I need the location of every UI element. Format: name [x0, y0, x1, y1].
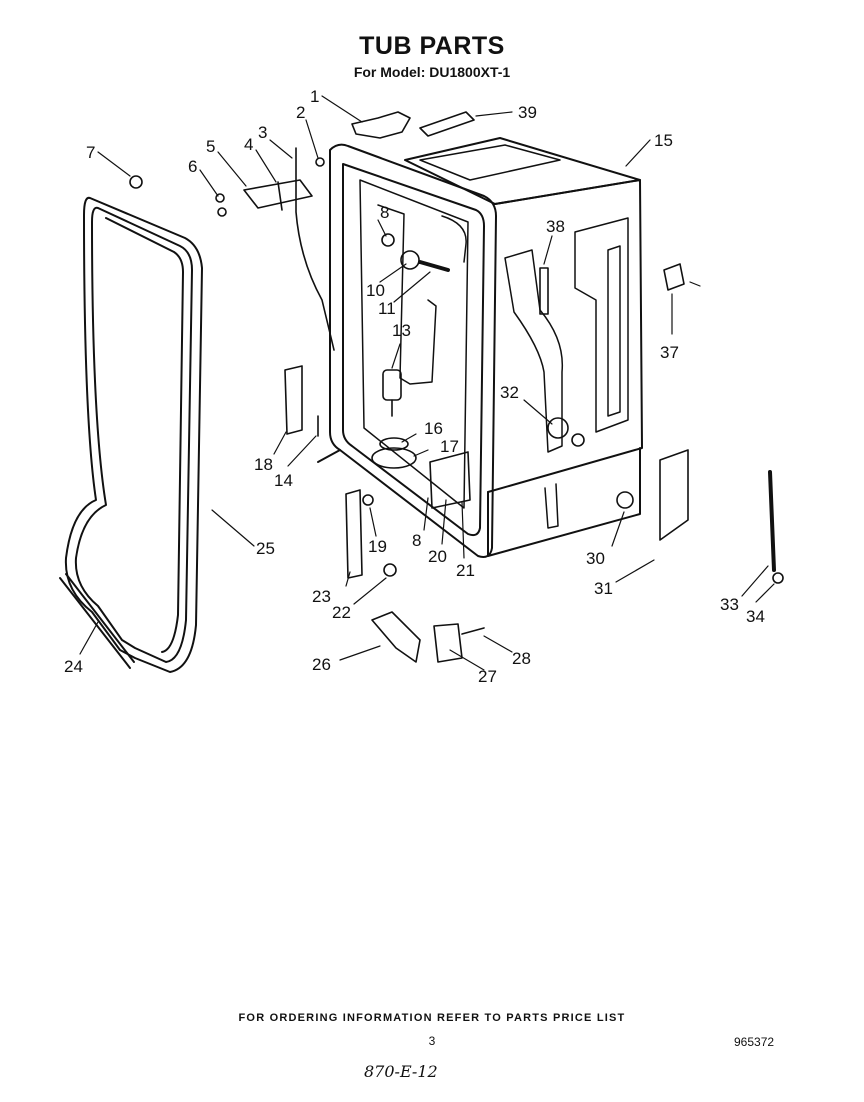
callout-leaders: [79, 95, 775, 671]
callout-numbers: 1 2 3 4 5 6 7 8 10 11 13 14 15 16 17 18 …: [64, 87, 765, 686]
callout-1: 1: [310, 87, 319, 106]
callout-31: 31: [594, 579, 613, 598]
callout-2: 2: [296, 103, 305, 122]
tub-body-drawing: [317, 137, 643, 558]
model-subtitle: For Model: DU1800XT-1: [353, 64, 511, 80]
callout-22: 22: [332, 603, 351, 622]
handwritten-note: 870-E-12: [364, 1062, 438, 1081]
callout-4: 4: [244, 135, 253, 154]
callout-5: 5: [206, 137, 215, 156]
callout-14: 14: [274, 471, 293, 490]
callout-11: 11: [378, 299, 396, 318]
callout-13: 13: [392, 321, 411, 340]
callout-24: 24: [64, 657, 83, 676]
callout-8-upper: 8: [380, 203, 389, 222]
callout-16: 16: [424, 419, 443, 438]
ordering-note: FOR ORDERING INFORMATION REFER TO PARTS …: [238, 1012, 626, 1024]
page-title: TUB PARTS: [359, 32, 505, 60]
callout-25: 25: [256, 539, 275, 558]
callout-28: 28: [512, 649, 531, 668]
page-number: 3: [428, 1034, 436, 1048]
callout-7: 7: [86, 143, 95, 162]
callout-6: 6: [188, 157, 197, 176]
document-number: 965372: [734, 1035, 775, 1049]
callout-34: 34: [746, 607, 765, 626]
callout-8-lower: 8: [412, 531, 421, 550]
callout-15: 15: [654, 131, 673, 150]
small-parts-drawing: [129, 111, 784, 663]
door-gasket-drawing: [59, 196, 203, 673]
callout-32: 32: [500, 383, 519, 402]
callout-3: 3: [258, 123, 267, 142]
callout-39: 39: [518, 103, 537, 122]
callout-10: 10: [366, 281, 385, 300]
callout-30: 30: [586, 549, 605, 568]
callout-37: 37: [660, 343, 679, 362]
callout-23: 23: [312, 587, 331, 606]
callout-21: 21: [456, 561, 475, 580]
callout-20: 20: [428, 547, 447, 566]
callout-18: 18: [254, 455, 273, 474]
callout-19: 19: [368, 537, 387, 556]
callout-17: 17: [440, 437, 459, 456]
callout-38: 38: [546, 217, 565, 236]
callout-27: 27: [478, 667, 497, 686]
callout-26: 26: [312, 655, 331, 674]
callout-33: 33: [720, 595, 739, 614]
